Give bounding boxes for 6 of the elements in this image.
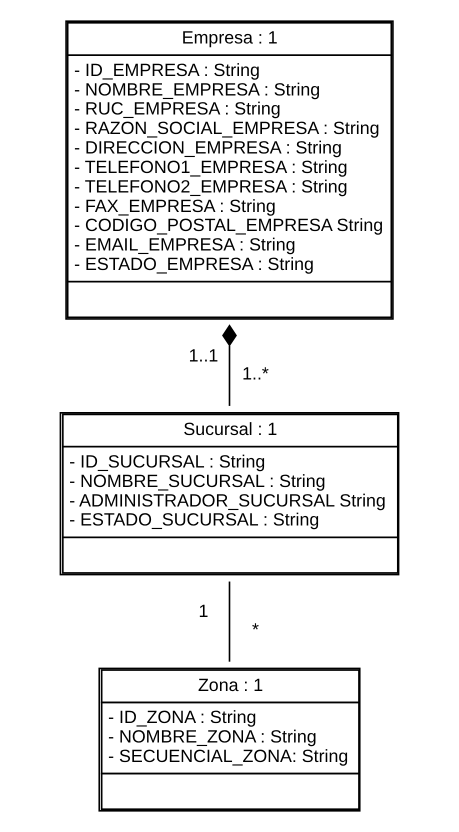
label: *: [252, 619, 259, 640]
connector: [222, 324, 237, 406]
connector: [228, 582, 230, 662]
label: 1: [198, 601, 208, 622]
label: 1..1: [188, 345, 218, 366]
label: 1..*: [242, 363, 269, 384]
